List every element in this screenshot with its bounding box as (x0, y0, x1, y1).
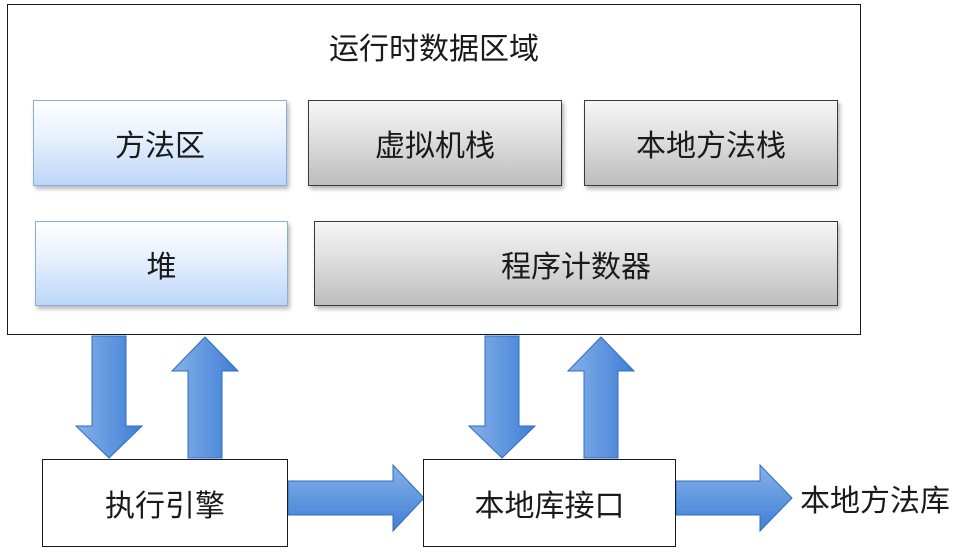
heap-label: 堆 (146, 249, 177, 285)
method-area-box: 方法区 (33, 100, 287, 186)
up-arrow-from-engine (170, 336, 240, 459)
native-method-stack-box: 本地方法栈 (584, 100, 838, 186)
vm-stack-label: 虚拟机栈 (375, 129, 495, 164)
up-arrow-from-native-interface (566, 336, 636, 459)
program-counter-box: 程序计数器 (314, 221, 838, 306)
method-area-label: 方法区 (115, 129, 205, 164)
down-arrow-to-native-interface (467, 335, 537, 459)
native-library-label: 本地方法库 (800, 484, 950, 519)
right-arrow-interface-to-library (675, 463, 793, 533)
heap-box: 堆 (35, 221, 288, 306)
down-arrow-to-engine (74, 335, 144, 459)
native-method-stack-label: 本地方法栈 (636, 129, 786, 164)
program-counter-label: 程序计数器 (501, 249, 651, 285)
execution-engine-label: 执行引擎 (105, 489, 225, 524)
vm-stack-box: 虚拟机栈 (308, 100, 562, 186)
native-interface-label: 本地库接口 (474, 489, 625, 524)
runtime-area-title: 运行时数据区域 (329, 32, 539, 67)
native-interface-box: 本地库接口 (423, 459, 676, 547)
right-arrow-engine-to-interface (287, 463, 425, 533)
execution-engine-box: 执行引擎 (42, 459, 288, 547)
